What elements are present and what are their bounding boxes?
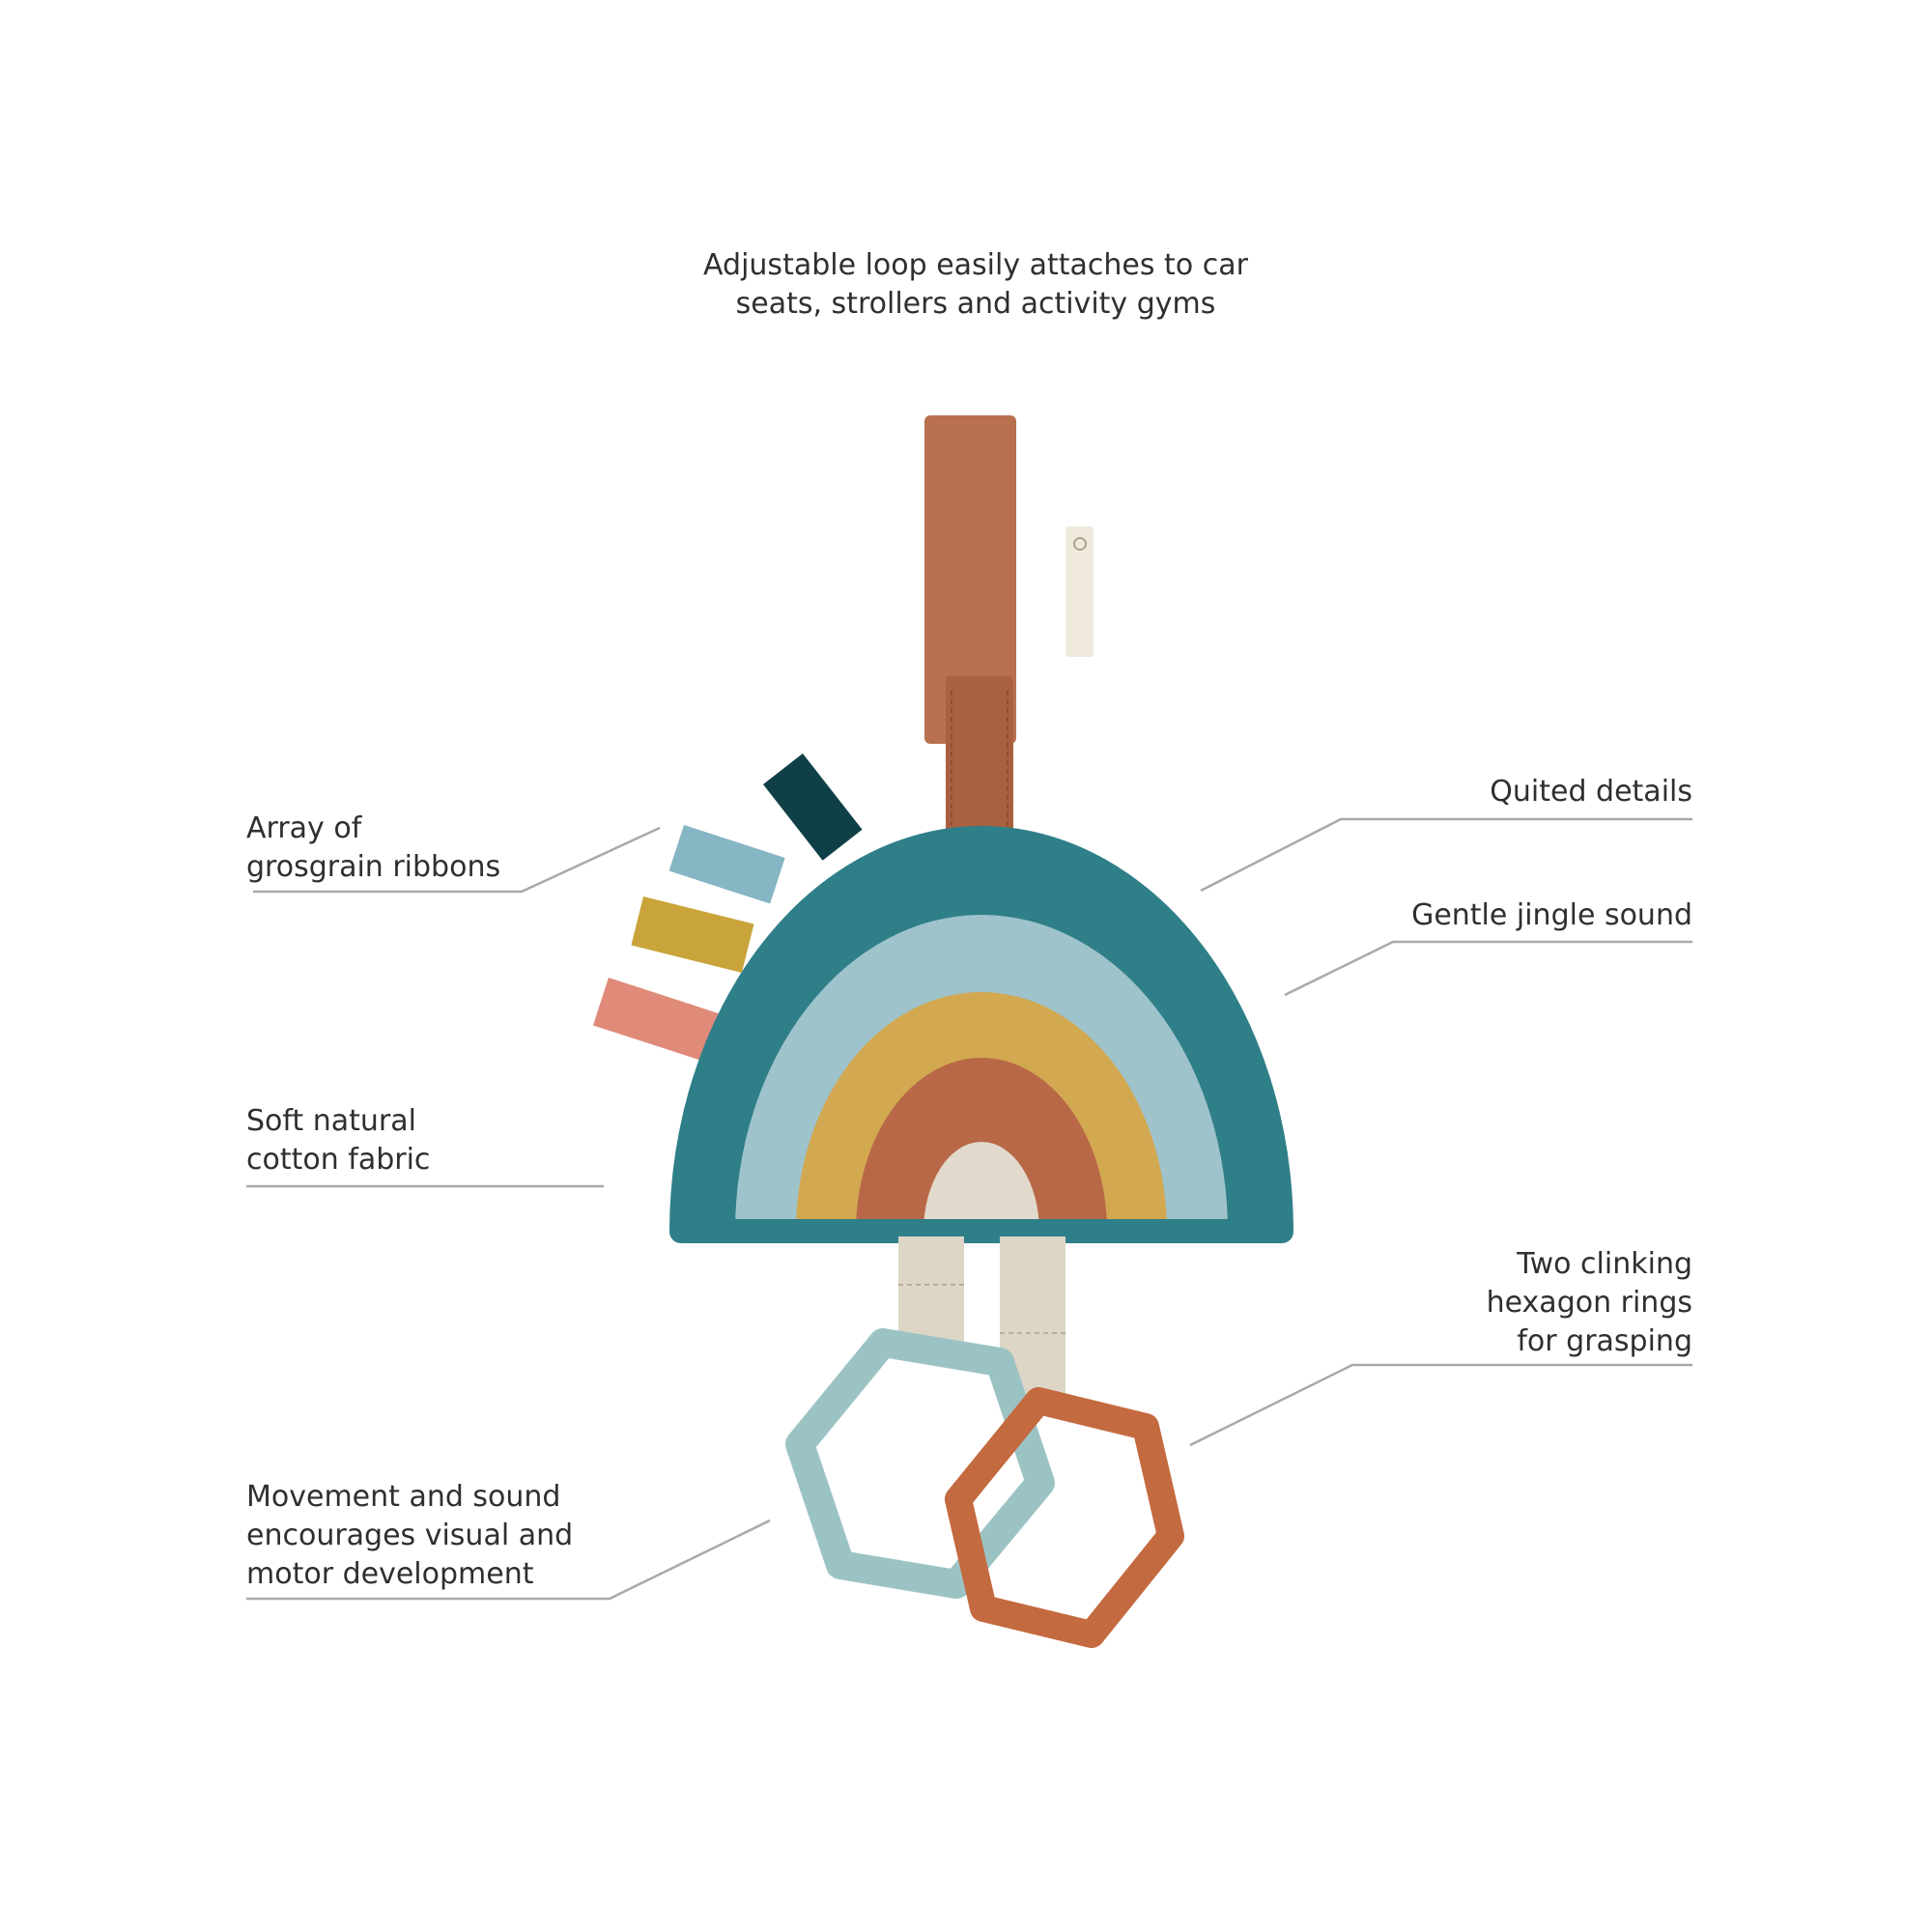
hexagon-ring-blue bbox=[785, 1328, 1055, 1599]
ring-straps bbox=[898, 1236, 1065, 1401]
rings-leader-line bbox=[1189, 1363, 1692, 1447]
ribbon-light-blue bbox=[668, 825, 785, 904]
leader-lines bbox=[246, 817, 1692, 1601]
quilted-leader-line bbox=[1200, 817, 1692, 893]
jingle-leader-line bbox=[1284, 940, 1692, 997]
brand-tag-sun-icon bbox=[1073, 537, 1087, 551]
brand-tag bbox=[1065, 526, 1094, 657]
loop-strap bbox=[924, 415, 1094, 840]
grosgrain-ribbons bbox=[592, 753, 863, 1062]
ribbon-mustard bbox=[631, 896, 754, 974]
callout-rings: Two clinking hexagon rings for grasping bbox=[1486, 1247, 1692, 1358]
hexagon-ring-orange bbox=[945, 1387, 1184, 1648]
callout-ribbons: Array of grosgrain ribbons bbox=[246, 811, 501, 884]
ribbon-dark-green bbox=[763, 753, 863, 861]
callout-fabric: Soft natural cotton fabric bbox=[246, 1104, 431, 1177]
callout-development: Movement and sound encourages visual and… bbox=[246, 1480, 574, 1591]
ribbon-coral bbox=[592, 978, 720, 1062]
rainbow-base bbox=[669, 1219, 1293, 1243]
development-leader-line bbox=[246, 1519, 771, 1601]
callout-quilted: Quited details bbox=[1490, 775, 1692, 809]
ribbons-leader-line bbox=[253, 826, 661, 894]
rainbow-body bbox=[669, 826, 1293, 1232]
callout-loop: Adjustable loop easily attaches to car s… bbox=[703, 248, 1248, 321]
callout-jingle: Gentle jingle sound bbox=[1411, 898, 1692, 932]
